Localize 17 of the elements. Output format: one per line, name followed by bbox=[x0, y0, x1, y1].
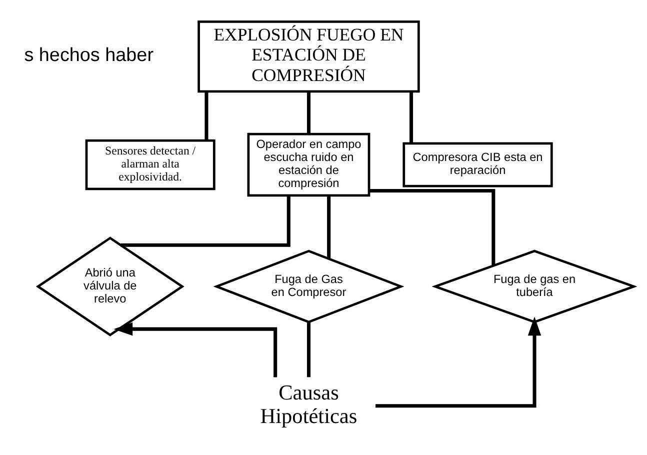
label: s hechos haber bbox=[24, 44, 154, 66]
connector bbox=[369, 188, 496, 265]
node-box: Sensores detectan / alarman alta explosividad. bbox=[85, 138, 216, 190]
arrow bbox=[376, 316, 542, 408]
connector bbox=[327, 195, 331, 258]
connector bbox=[120, 195, 290, 246]
node-box: Operador en campo escucha ruido en estación de compresión bbox=[247, 132, 370, 196]
connector bbox=[204, 91, 208, 140]
connector bbox=[306, 322, 310, 377]
node-box: Compresora CIB esta en reparación bbox=[402, 142, 553, 187]
connector bbox=[410, 91, 414, 143]
node-diamond: Fuga de Gas en Compresor bbox=[213, 249, 404, 323]
arrow bbox=[114, 322, 278, 377]
connector bbox=[306, 91, 310, 134]
node-box: EXPLOSIÓN FUEGO EN ESTACIÓN DE COMPRESIÓN bbox=[198, 20, 420, 92]
node-text: Causas Hipotéticas bbox=[260, 380, 358, 428]
node-diamond: Fuga de gas en tubería bbox=[432, 249, 638, 323]
